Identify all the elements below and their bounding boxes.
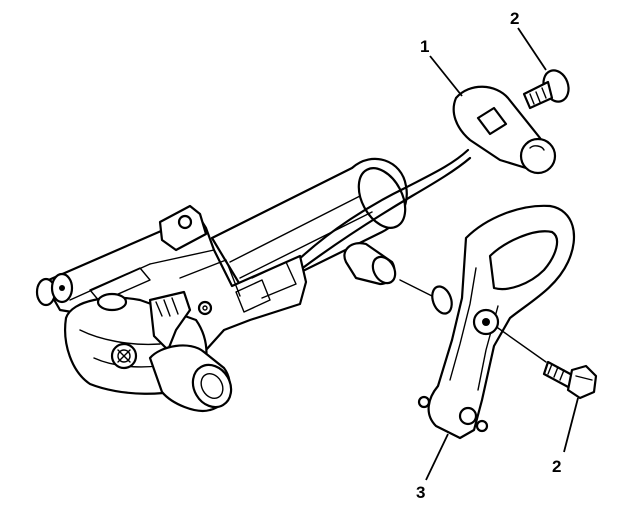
part-2-top-bolt (522, 69, 570, 110)
callout-2-bottom: 2 (552, 457, 561, 476)
motor-assembly (35, 148, 472, 412)
callout-2-top: 2 (510, 9, 519, 28)
part-1-crank-lever (452, 85, 557, 175)
part-2-bottom-bolt (497, 327, 598, 400)
leader-lines (425, 27, 579, 481)
part-3-pivot-bracket (417, 204, 576, 440)
callout-1: 1 (420, 37, 429, 56)
callout-3: 3 (416, 483, 425, 502)
